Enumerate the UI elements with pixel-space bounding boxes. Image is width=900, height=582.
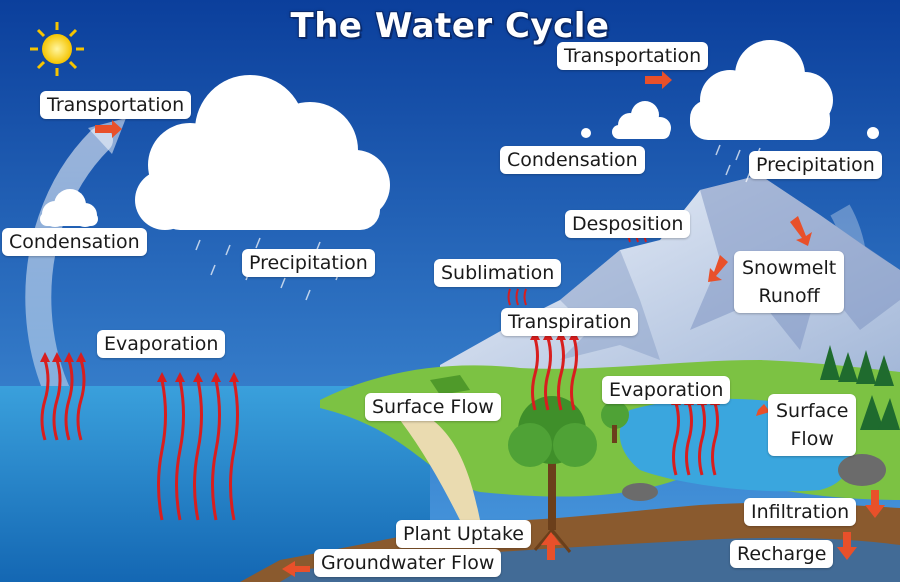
label-surface-line: Surface	[776, 400, 849, 422]
label-precipitation-left: Precipitation	[242, 249, 375, 277]
label-infiltration: Infiltration	[744, 498, 857, 526]
tree-icon	[508, 396, 597, 556]
label-recharge: Recharge	[730, 540, 834, 568]
label-groundwater-flow: Groundwater Flow	[314, 549, 502, 577]
label-transportation-left: Transportation	[40, 91, 192, 119]
sun-icon	[30, 22, 84, 76]
evaporation-arrows	[40, 359, 239, 521]
label-evaporation-left: Evaporation	[97, 330, 226, 358]
label-transportation-right: Transportation	[557, 42, 709, 70]
label-snowmelt-line: Snowmelt	[742, 257, 837, 279]
cloud-icon-right	[690, 40, 833, 140]
label-condensation-right: Condensation	[500, 146, 645, 174]
label-evaporation-right: Evaporation	[602, 376, 731, 404]
forest-icon	[820, 345, 900, 430]
label-plant-uptake: Plant Uptake	[396, 520, 531, 548]
diagram-title: The Water Cycle	[290, 6, 610, 46]
label-runoff-line: Runoff	[758, 285, 820, 307]
label-transpiration: Transpiration	[501, 308, 639, 336]
label-sublimation: Sublimation	[434, 259, 562, 287]
label-snowmelt-runoff: Snowmelt Runoff	[734, 251, 845, 313]
ocean	[0, 386, 430, 582]
label-condensation-left: Condensation	[2, 228, 147, 256]
label-flow-line: Flow	[790, 428, 834, 450]
label-surface-flow-right: Surface Flow	[768, 394, 857, 456]
label-surface-flow-left: Surface Flow	[365, 393, 501, 421]
small-tree-icon	[601, 401, 629, 443]
beach	[400, 412, 480, 540]
cloud-icon	[135, 75, 390, 230]
label-desposition: Desposition	[565, 210, 691, 238]
arrow-icon	[95, 71, 672, 138]
label-precipitation-right: Precipitation	[749, 151, 882, 179]
